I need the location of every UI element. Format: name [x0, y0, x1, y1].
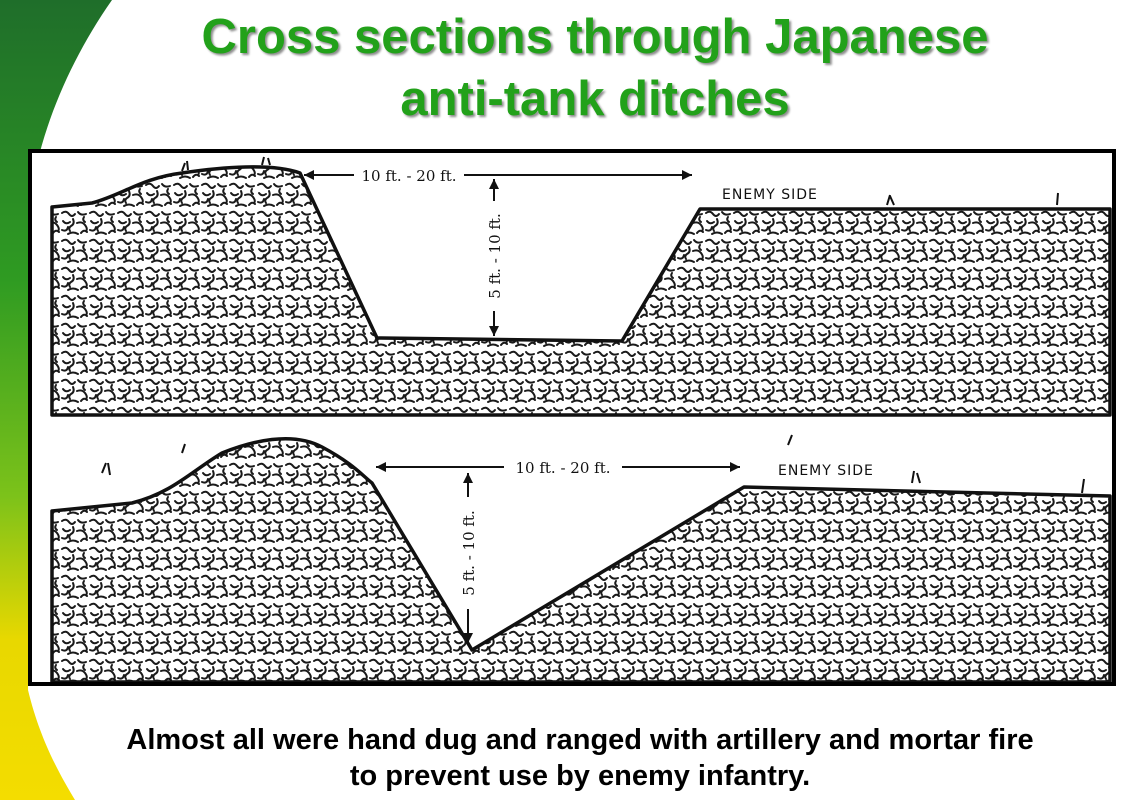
bottom-soil-profile	[50, 436, 1112, 682]
top-depth-label: 5 ft. - 10 ft.	[486, 213, 504, 298]
top-width-label: 10 ft. - 20 ft.	[361, 167, 456, 185]
caption-line-2: to prevent use by enemy infantry.	[349, 760, 811, 792]
title-line-1: Cross sections through Japanese	[201, 10, 989, 64]
caption-line-1: Almost all were hand dug and ranged with…	[126, 724, 1034, 756]
slide-title: Cross sections through Japanese anti-tan…	[60, 6, 1130, 130]
bottom-width-label: 10 ft. - 20 ft.	[515, 459, 610, 477]
bottom-ditch-section: 10 ft. - 20 ft. 5 ft. - 10 ft. ENEMY SID…	[50, 434, 1112, 682]
top-ditch-section: 10 ft. - 20 ft. 5 ft. - 10 ft. ENEMY SID…	[50, 156, 1112, 417]
top-enemy-side-label: ENEMY SIDE	[722, 187, 818, 203]
bottom-grass-tufts	[101, 434, 1085, 494]
top-soil-profile	[50, 165, 1112, 417]
bottom-enemy-side-label: ENEMY SIDE	[778, 463, 874, 479]
title-line-2: anti-tank ditches	[400, 72, 790, 126]
ditch-cross-section-diagram: 10 ft. - 20 ft. 5 ft. - 10 ft. ENEMY SID…	[28, 149, 1116, 686]
top-grass-tufts	[181, 156, 1059, 206]
bottom-depth-label: 5 ft. - 10 ft.	[460, 510, 478, 595]
slide-caption: Almost all were hand dug and ranged with…	[40, 722, 1120, 794]
